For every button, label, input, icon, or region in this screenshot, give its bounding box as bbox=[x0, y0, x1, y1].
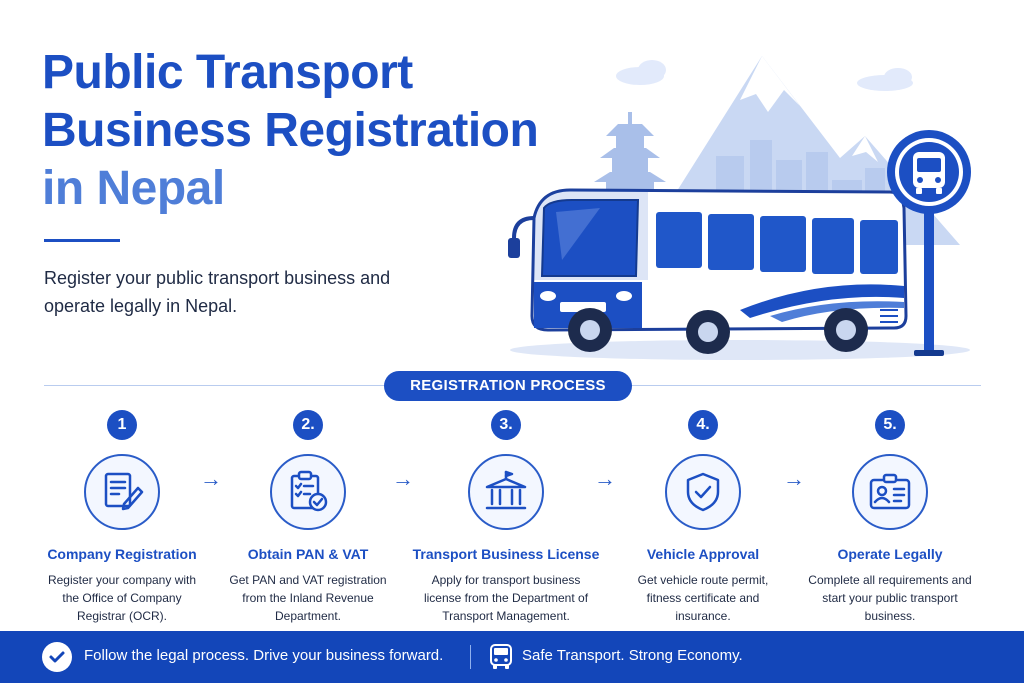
step-icon-circle bbox=[468, 454, 544, 530]
step-number: 2. bbox=[293, 410, 323, 440]
step-2: 2. Obtain PAN & VAT Get PAN and VAT regi… bbox=[208, 410, 408, 625]
check-circle-icon bbox=[42, 642, 72, 672]
bus-sign-icon bbox=[913, 152, 945, 194]
step-title: Obtain PAN & VAT bbox=[247, 546, 369, 562]
bus-icon bbox=[508, 188, 908, 354]
step-number: 4. bbox=[688, 410, 718, 440]
step-icon-circle bbox=[84, 454, 160, 530]
footer-bar: Follow the legal process. Drive your bus… bbox=[0, 631, 1024, 683]
step-4: 4. Vehicle Approval Get vehicle route pe… bbox=[603, 410, 803, 625]
id-card-icon bbox=[869, 473, 911, 510]
title-line-3: in Nepal bbox=[42, 162, 225, 215]
step-description: Register your company with the Office of… bbox=[47, 573, 197, 623]
footer-divider bbox=[470, 645, 471, 669]
page-title: Public Transport Business Registration i… bbox=[42, 44, 602, 218]
title-underline bbox=[44, 239, 120, 242]
step-icon-circle bbox=[665, 454, 741, 530]
bus-illustration bbox=[508, 56, 971, 360]
cloud-icon bbox=[616, 60, 913, 91]
step-description: Apply for transport business license fro… bbox=[423, 573, 589, 623]
bus-stop-sign bbox=[887, 130, 971, 356]
step-number: 1 bbox=[107, 410, 137, 440]
step-icon-circle bbox=[852, 454, 928, 530]
arrow-right-icon: → bbox=[594, 466, 616, 491]
clipboard-check-icon bbox=[290, 470, 328, 512]
document-pen-icon bbox=[104, 472, 144, 511]
step-title: Vehicle Approval bbox=[646, 546, 760, 562]
step-title: Company Registration bbox=[47, 546, 197, 562]
title-line-1: Public Transport bbox=[42, 46, 413, 99]
step-icon-circle bbox=[270, 454, 346, 530]
shield-check-icon bbox=[686, 472, 720, 512]
step-number: 3. bbox=[491, 410, 521, 440]
step-description: Complete all requirements and start your… bbox=[808, 573, 972, 623]
step-description: Get vehicle route permit, fitness certif… bbox=[637, 573, 769, 623]
process-label: REGISTRATION PROCESS bbox=[384, 371, 632, 401]
step-title: Transport Business License bbox=[412, 546, 600, 562]
step-1: 1 Company Registration Register your com… bbox=[22, 410, 222, 625]
bus-icon bbox=[490, 644, 512, 669]
footer-right-text: Safe Transport. Strong Economy. bbox=[522, 647, 743, 664]
step-5: 5. Operate Legally Complete all requirem… bbox=[790, 410, 990, 625]
government-building-icon bbox=[485, 470, 527, 510]
subtitle: Register your public transport business … bbox=[44, 268, 391, 316]
footer-left-text: Follow the legal process. Drive your bus… bbox=[84, 647, 444, 664]
step-number: 5. bbox=[875, 410, 905, 440]
step-3: 3. Transport Business License Apply for … bbox=[406, 410, 606, 625]
arrow-right-icon: → bbox=[392, 466, 414, 491]
step-description: Get PAN and VAT registration from the In… bbox=[229, 573, 387, 623]
arrow-right-icon: → bbox=[200, 466, 222, 491]
arrow-right-icon: → bbox=[783, 466, 805, 491]
step-title: Operate Legally bbox=[837, 546, 943, 562]
title-line-2: Business Registration bbox=[42, 104, 539, 157]
